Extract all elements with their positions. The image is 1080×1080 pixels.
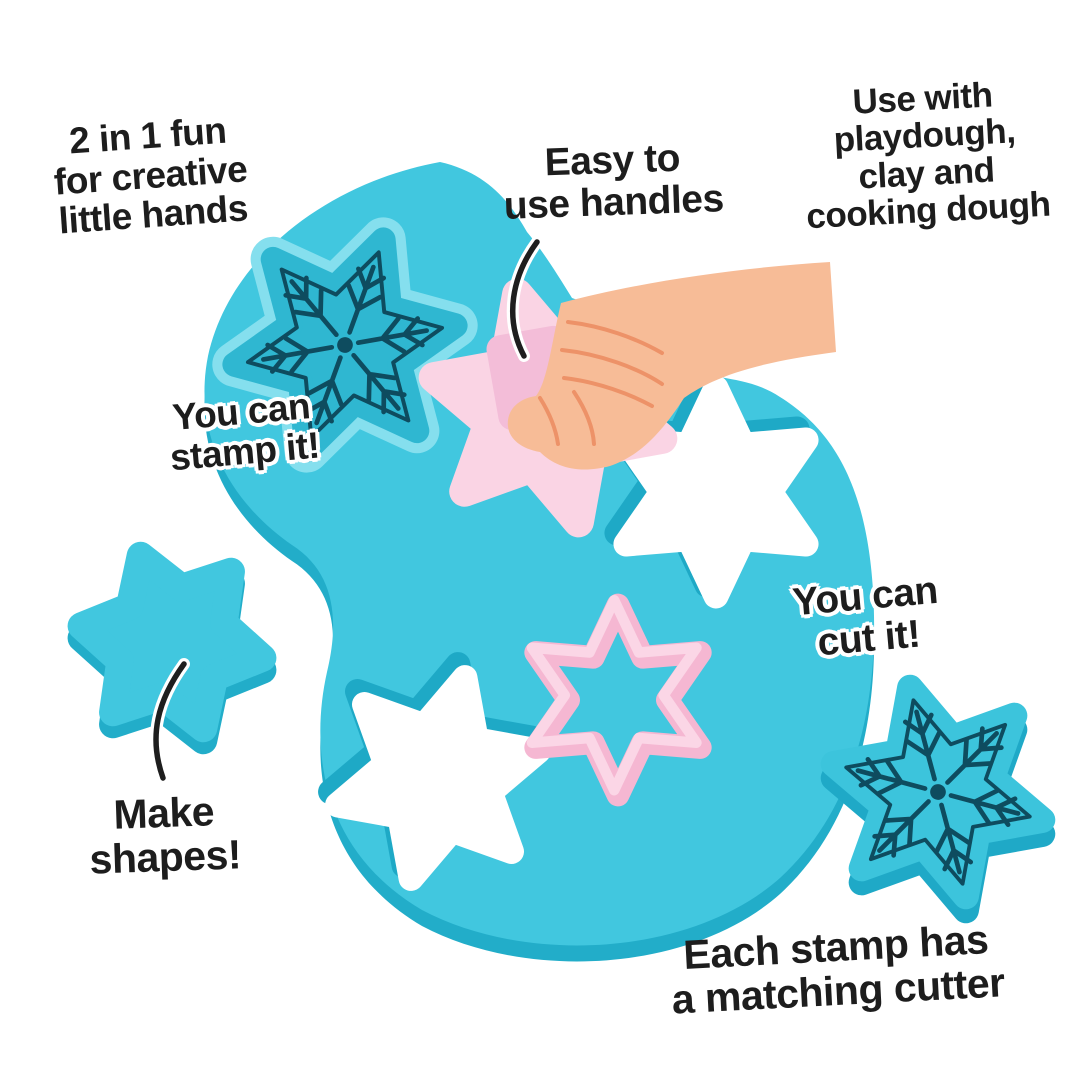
label-easy-handles: Easy to use handles [477, 135, 750, 228]
hand-crease-lines [538, 320, 664, 446]
label-make-shapes: Make shapes! [61, 788, 269, 883]
label-line: shapes! [88, 831, 242, 883]
label-use-with: Use with playdough, clay and cooking dou… [784, 73, 1066, 237]
callout-line-handle [506, 236, 543, 362]
callout-line-shapes [150, 658, 190, 784]
blue-snowflake-shape [66, 528, 279, 767]
label-you-can-stamp: You can stamp it! [145, 384, 341, 479]
label-2in1-fun: 2 in 1 fun for creative little hands [24, 108, 277, 244]
child-hand [507, 262, 836, 470]
